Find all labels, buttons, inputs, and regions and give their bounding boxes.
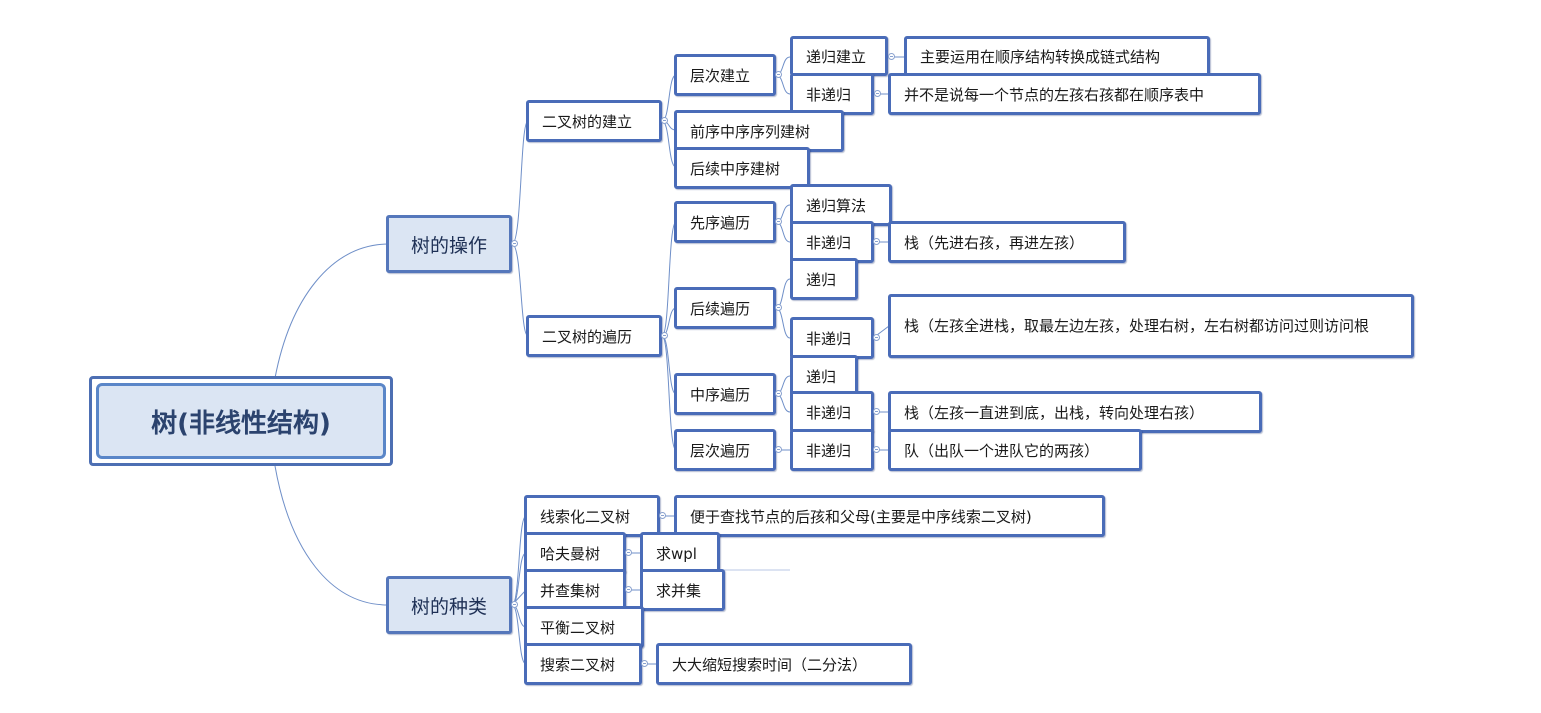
collapse-icon[interactable]: [888, 53, 895, 60]
collapse-icon[interactable]: [661, 332, 668, 339]
node-union-find-tree[interactable]: 并查集树: [524, 569, 626, 611]
root-node-label: 树(非线性结构): [96, 383, 386, 459]
node-binary-tree-traverse[interactable]: 二叉树的遍历: [526, 315, 662, 357]
node-nonrecursive-build[interactable]: 非递归: [790, 73, 874, 115]
node-preorder-recursive[interactable]: 递归算法: [790, 184, 892, 226]
collapse-icon[interactable]: [661, 117, 668, 124]
node-levelorder-nonrecursive[interactable]: 非递归: [790, 429, 874, 471]
note-inorder-nonrecursive[interactable]: 栈（左孩一直进到底，出栈，转向处理右孩）: [888, 391, 1262, 433]
node-binary-tree-build[interactable]: 二叉树的建立: [526, 100, 662, 142]
note-union-find-tree[interactable]: 求并集: [640, 569, 725, 611]
node-inorder[interactable]: 中序遍历: [674, 373, 776, 415]
note-threaded-tree[interactable]: 便于查找节点的后孩和父母(主要是中序线索二叉树): [674, 495, 1105, 537]
node-postorder-nonrecursive[interactable]: 非递归: [790, 317, 874, 359]
note-huffman-tree[interactable]: 求wpl: [640, 532, 720, 574]
node-levelorder[interactable]: 层次遍历: [674, 429, 776, 471]
collapse-icon[interactable]: [625, 549, 632, 556]
collapse-icon[interactable]: [775, 71, 782, 78]
node-huffman-tree[interactable]: 哈夫曼树: [524, 532, 626, 574]
collapse-icon[interactable]: [641, 660, 648, 667]
collapse-icon[interactable]: [775, 446, 782, 453]
node-level-build[interactable]: 层次建立: [674, 54, 776, 96]
collapse-icon[interactable]: [873, 446, 880, 453]
node-tree-operations[interactable]: 树的操作: [386, 215, 512, 273]
collapse-icon[interactable]: [873, 408, 880, 415]
root-node[interactable]: 树(非线性结构): [89, 376, 393, 466]
note-nonrecursive-build[interactable]: 并不是说每一个节点的左孩右孩都在顺序表中: [888, 73, 1261, 115]
collapse-icon[interactable]: [775, 218, 782, 225]
node-postorder[interactable]: 后续遍历: [674, 287, 776, 329]
collapse-icon[interactable]: [625, 586, 632, 593]
note-levelorder-nonrecursive[interactable]: 队（出队一个进队它的两孩）: [888, 429, 1142, 471]
note-preorder-nonrecursive[interactable]: 栈（先进右孩，再进左孩）: [888, 221, 1126, 263]
collapse-icon[interactable]: [511, 240, 518, 247]
collapse-icon[interactable]: [511, 601, 518, 608]
collapse-icon[interactable]: [874, 90, 881, 97]
collapse-icon[interactable]: [659, 512, 666, 519]
node-tree-kinds[interactable]: 树的种类: [386, 576, 512, 634]
node-balanced-tree[interactable]: 平衡二叉树: [524, 606, 644, 648]
node-preorder[interactable]: 先序遍历: [674, 201, 776, 243]
node-post-in-build[interactable]: 后续中序建树: [674, 147, 810, 189]
node-preorder-nonrecursive[interactable]: 非递归: [790, 221, 874, 263]
note-recursive-build[interactable]: 主要运用在顺序结构转换成链式结构: [904, 36, 1210, 76]
node-recursive-build[interactable]: 递归建立: [790, 36, 888, 76]
collapse-icon[interactable]: [775, 304, 782, 311]
collapse-icon[interactable]: [873, 334, 880, 341]
node-inorder-nonrecursive[interactable]: 非递归: [790, 391, 874, 433]
note-postorder-nonrecursive[interactable]: 栈（左孩全进栈，取最左边左孩，处理右树，左右树都访问过则访问根: [888, 294, 1414, 358]
node-pre-in-build[interactable]: 前序中序序列建树: [674, 110, 844, 152]
node-postorder-recursive[interactable]: 递归: [790, 258, 858, 300]
collapse-icon[interactable]: [873, 238, 880, 245]
node-threaded-tree[interactable]: 线索化二叉树: [524, 495, 660, 537]
collapse-icon[interactable]: [775, 390, 782, 397]
node-search-tree[interactable]: 搜索二叉树: [524, 643, 642, 685]
note-search-tree[interactable]: 大大缩短搜索时间（二分法）: [656, 643, 912, 685]
